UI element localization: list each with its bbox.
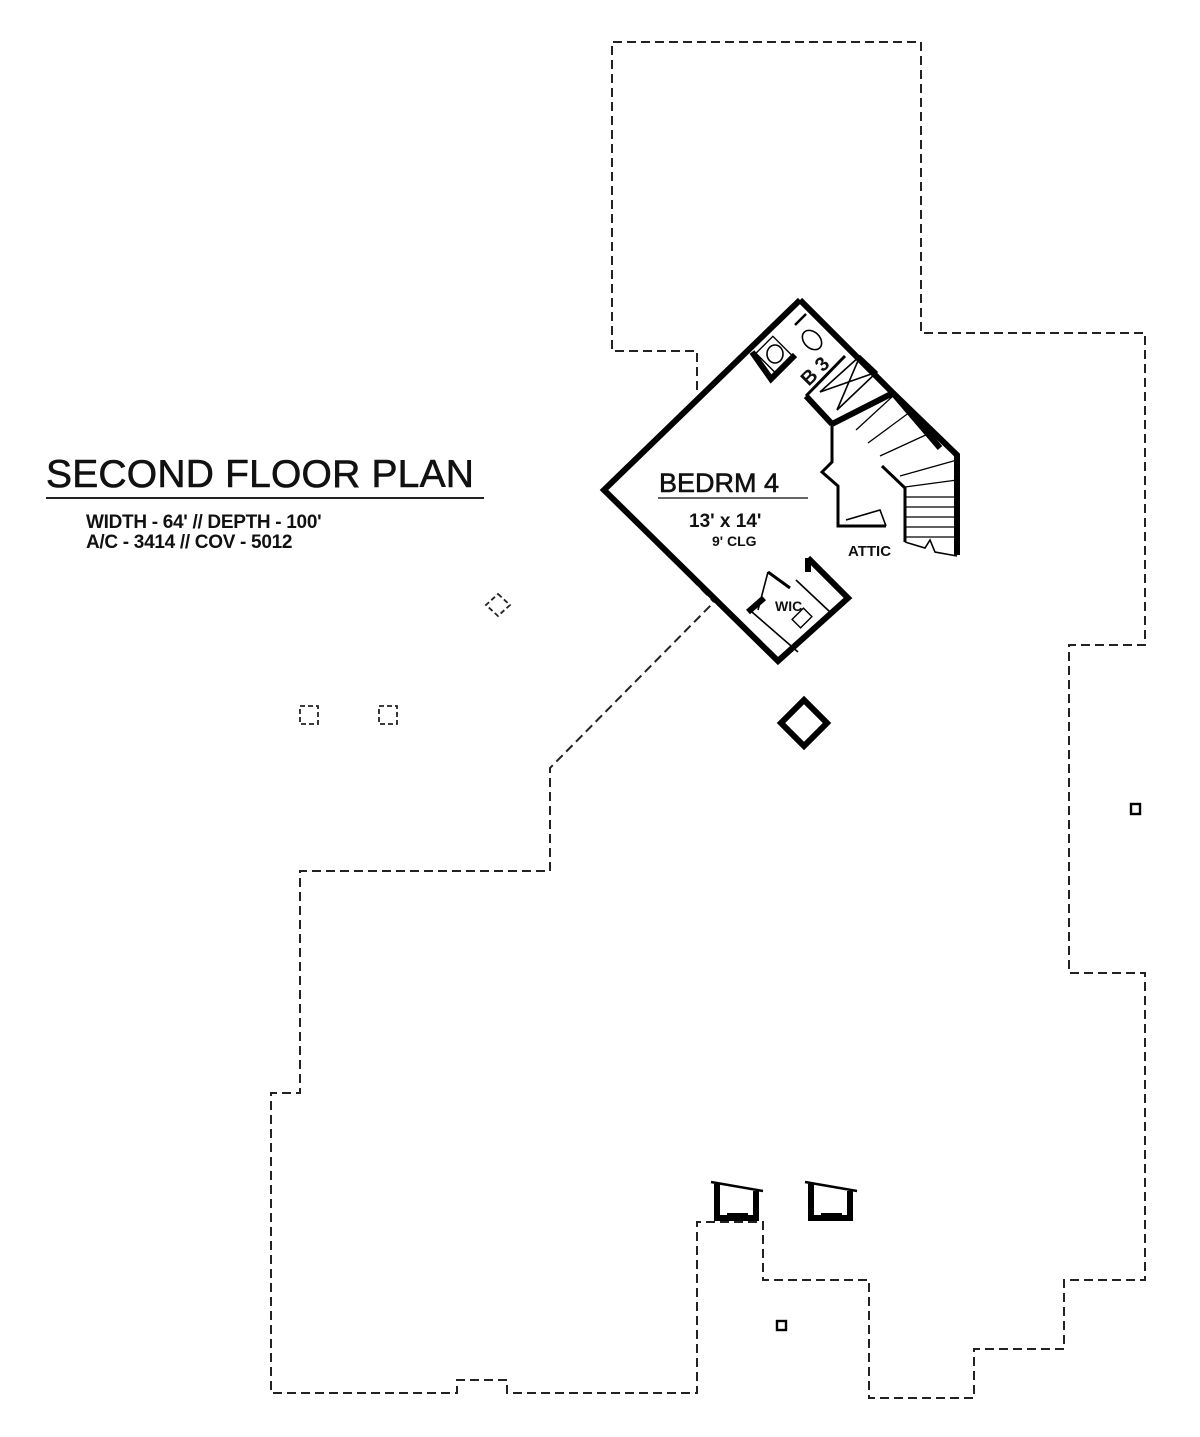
bay-window-1 [710,1180,764,1221]
bedroom-4-wing [599,297,960,666]
column-marker-square-1 [299,705,319,725]
plan-stats: WIDTH - 64' // DEPTH - 100' A/C - 3414 /… [86,513,484,553]
room-label-bedrm4: BEDRM 4 [659,468,779,498]
column-solid-diamond [776,695,832,751]
title-block: SECOND FLOOR PLAN WIDTH - 64' // DEPTH -… [46,452,484,553]
plan-title: SECOND FLOOR PLAN [46,453,475,497]
room-label-wic: WIC [775,598,802,614]
room-label-attic: ATTIC [848,543,891,560]
column-small-square-south [775,1319,788,1332]
stats-area: A/C - 3414 // COV - 5012 [86,532,293,553]
footprint-outline-top [270,41,1146,1399]
bay-window-2 [804,1180,858,1221]
title-underline [46,497,484,499]
column-small-square-east [1129,802,1142,816]
column-marker-diamond [484,592,512,618]
column-marker-square-2 [378,705,398,725]
stats-dimensions: WIDTH - 64' // DEPTH - 100' [86,512,322,533]
room-size-bedrm4: 13' x 14' [689,511,761,532]
room-ceiling-bedrm4: 9' CLG [712,533,757,549]
